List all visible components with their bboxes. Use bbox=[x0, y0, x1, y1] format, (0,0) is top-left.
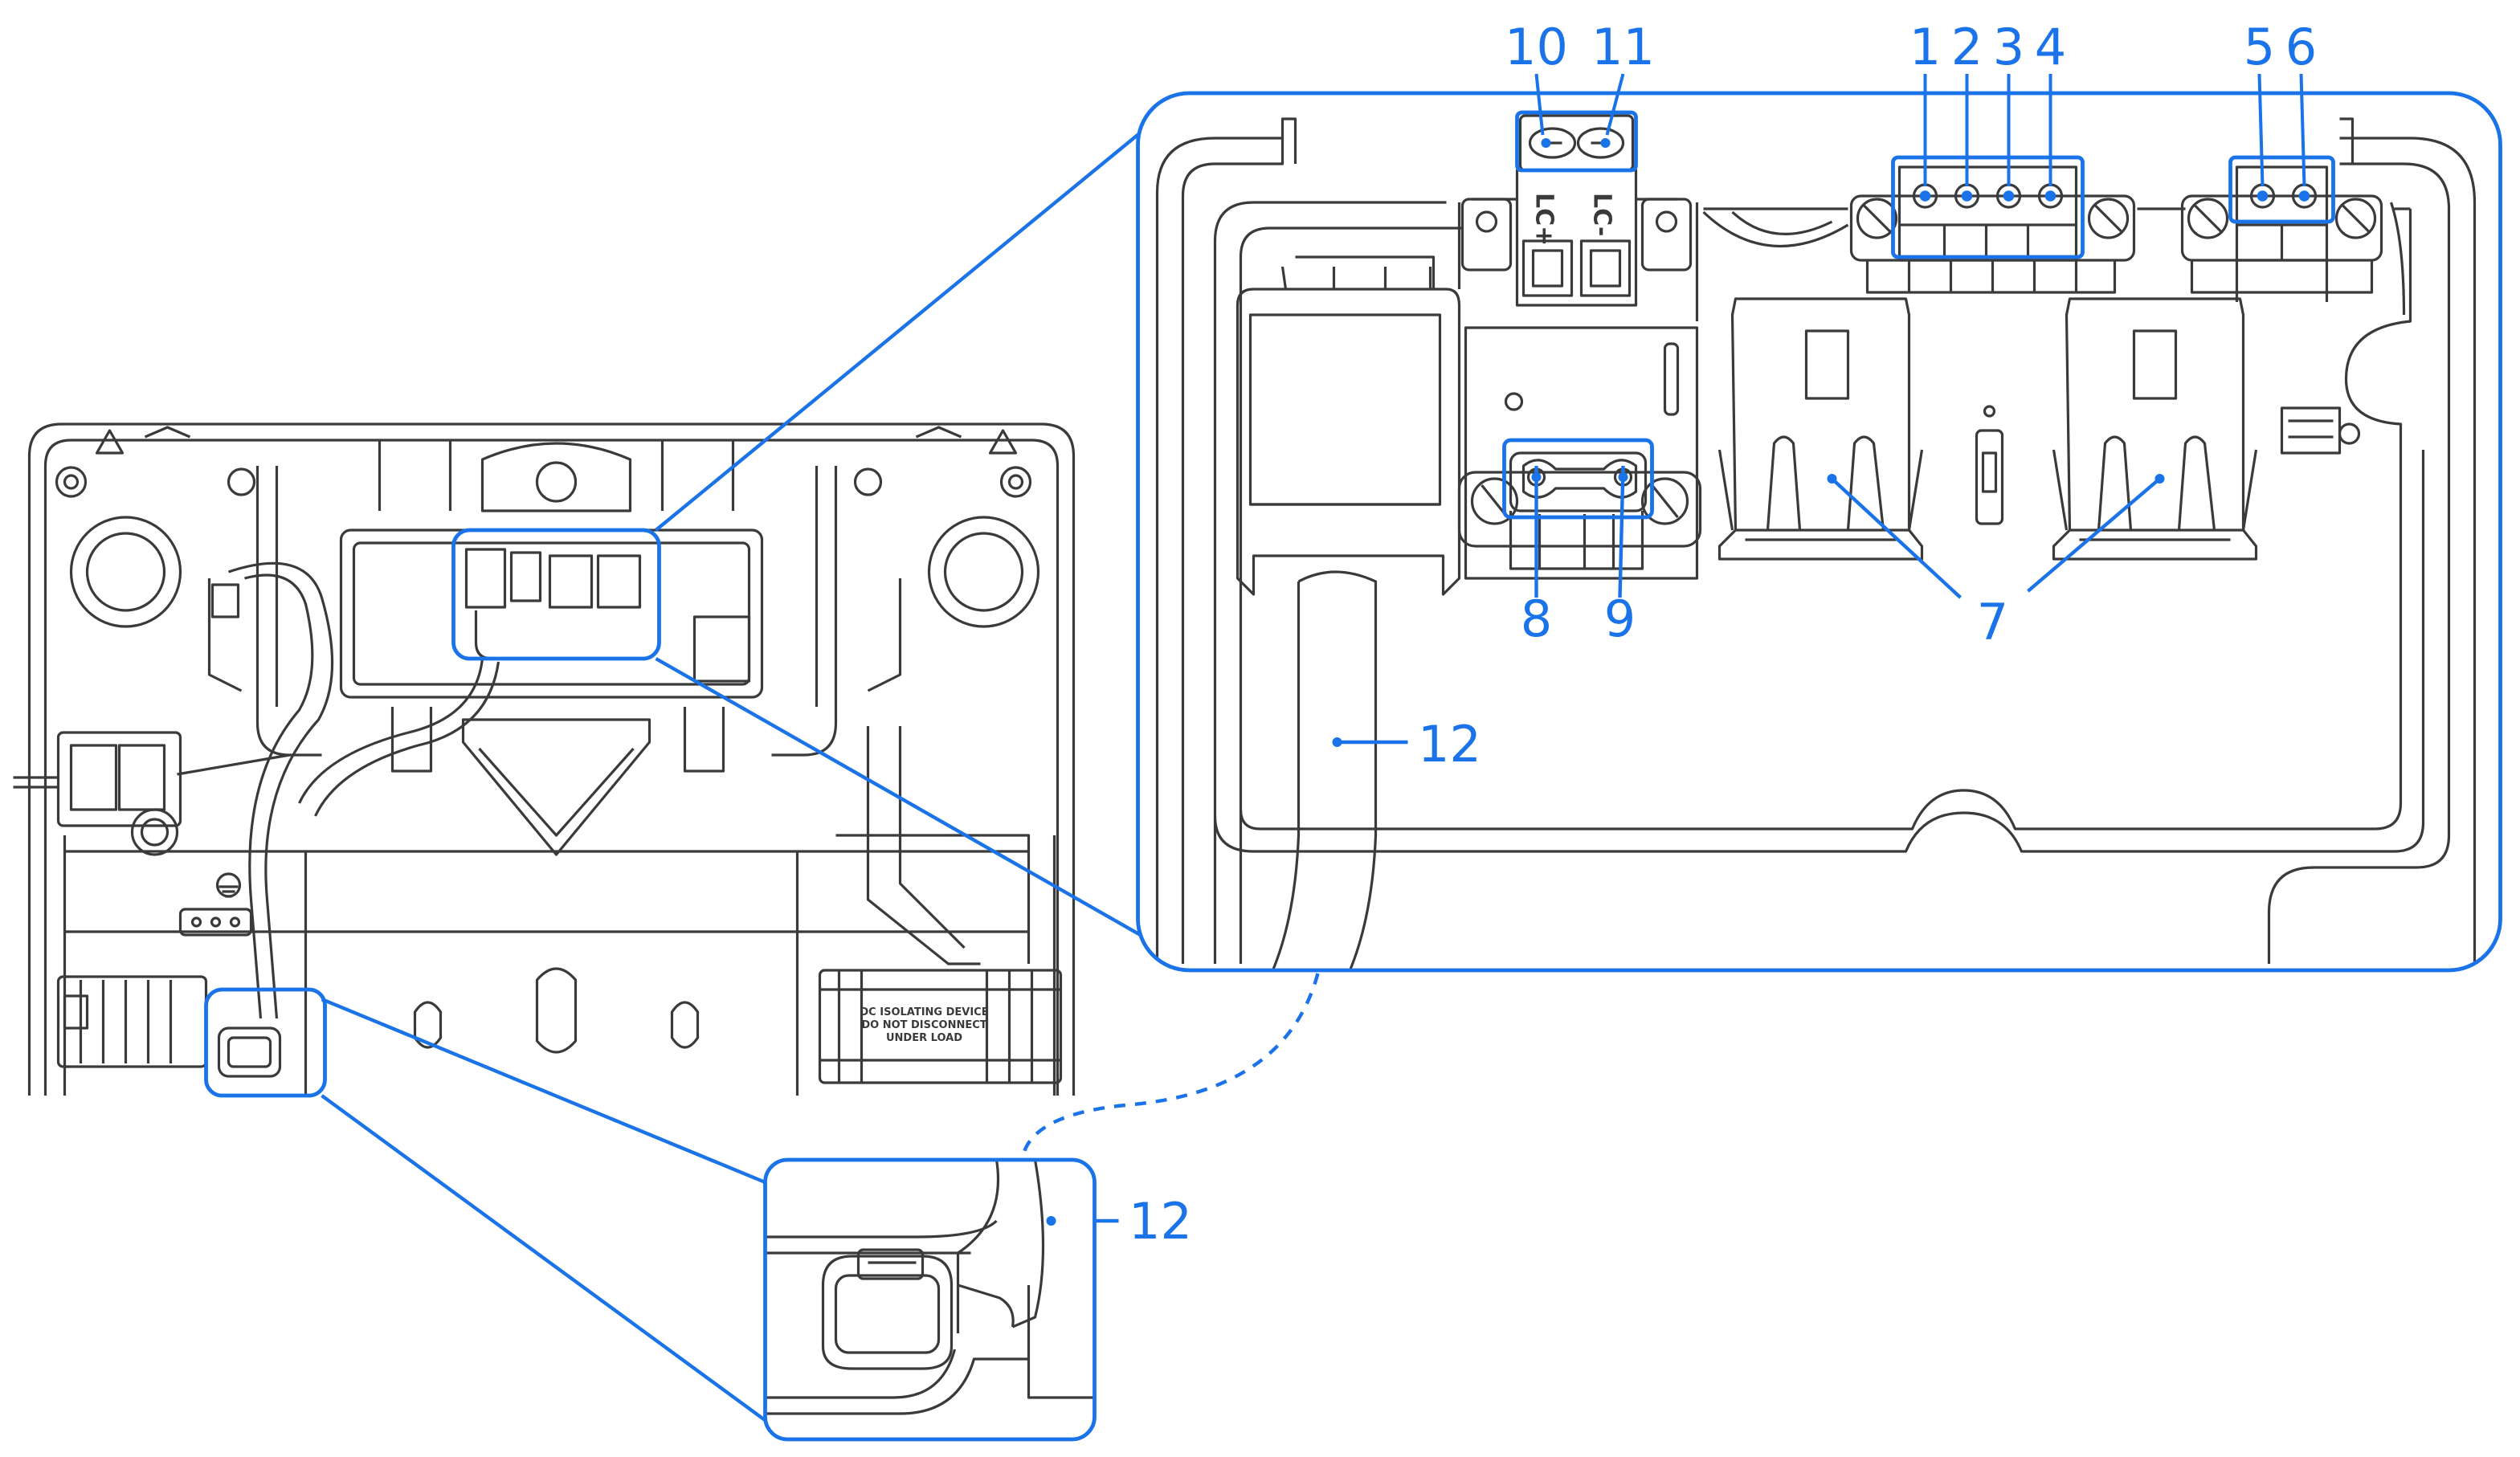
callout-6: 6 bbox=[2285, 18, 2317, 76]
overview-highlight-connector bbox=[204, 987, 327, 1098]
callout-ticks bbox=[1534, 73, 2306, 187]
svg-text:DO NOT DISCONNECT: DO NOT DISCONNECT bbox=[861, 1019, 986, 1031]
callout-9: 9 bbox=[1604, 590, 1636, 648]
callout-12-top: 12 bbox=[1418, 715, 1481, 773]
device-overview bbox=[13, 422, 1076, 1096]
callout-dot bbox=[1046, 1216, 1056, 1226]
connector-zoom-frame bbox=[763, 1157, 1097, 1442]
usb-port-icon bbox=[2052, 297, 2258, 561]
callout-5: 5 bbox=[2244, 18, 2275, 76]
lc-minus-label: LC- bbox=[1588, 193, 1616, 236]
zoom-panel bbox=[1136, 91, 2502, 973]
callout-3: 3 bbox=[1993, 18, 2024, 76]
ground-symbol-icon bbox=[215, 872, 242, 898]
svg-text:DC ISOLATING DEVICE: DC ISOLATING DEVICE bbox=[860, 1006, 988, 1018]
callout-10: 10 bbox=[1505, 18, 1568, 76]
svg-text:UNDER LOAD: UNDER LOAD bbox=[886, 1032, 962, 1044]
callout-4: 4 bbox=[2035, 18, 2066, 76]
callout-11: 11 bbox=[1591, 18, 1655, 76]
overview-highlight-module bbox=[451, 528, 661, 661]
zoom-highlight-dots bbox=[1332, 138, 2310, 747]
callout-2: 2 bbox=[1951, 18, 1983, 76]
callout-1: 1 bbox=[1909, 18, 1941, 76]
zoom-highlights bbox=[1502, 110, 2335, 520]
callout-12-bottom: 12 bbox=[1129, 1192, 1192, 1251]
callout-8: 8 bbox=[1521, 590, 1552, 648]
lc-plus-label: LC+ bbox=[1530, 193, 1558, 246]
lc-terminal-labels: LC+ LC- bbox=[1530, 193, 1616, 246]
connector-zoom-panel bbox=[763, 1157, 1097, 1442]
callout-7: 7 bbox=[1977, 593, 2008, 651]
zoom-connector-lines bbox=[321, 117, 1320, 1431]
zoom-panel-frame bbox=[1136, 91, 2502, 973]
usb-port-icon bbox=[1717, 297, 1924, 561]
callout-numbers: 10 11 1 2 3 4 5 6 8 9 7 12 12 bbox=[1129, 18, 2317, 1251]
warning-label: DC ISOLATING DEVICE DO NOT DISCONNECT UN… bbox=[860, 1006, 988, 1044]
